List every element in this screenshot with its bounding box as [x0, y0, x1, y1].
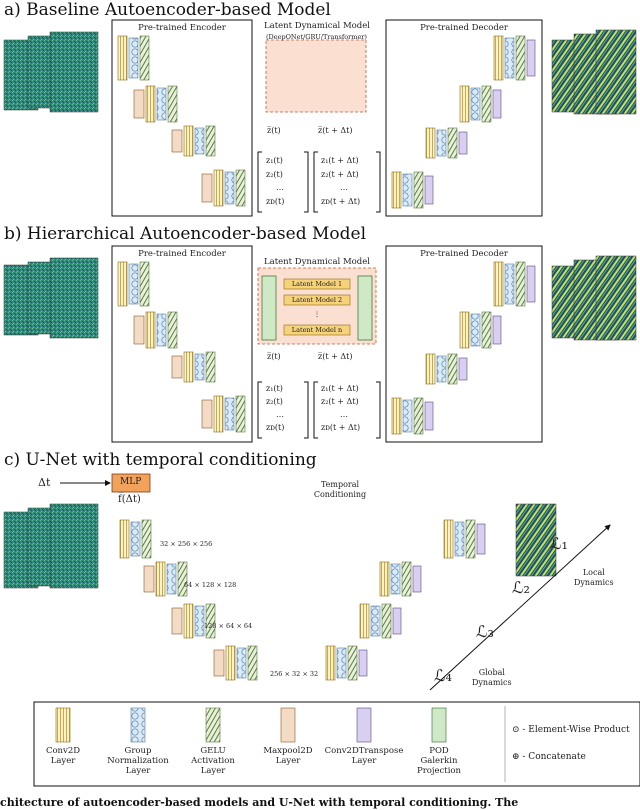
local-dynamics-label: Local Dynamics [574, 568, 614, 587]
latent-model-box-a [265, 39, 367, 113]
vector-b-2: z₂(t) [266, 397, 283, 406]
section-c-title: c) U-Net with temporal conditioning [4, 450, 317, 470]
section-b [3, 245, 637, 443]
decoder-title-b: Pre-trained Decoder [420, 249, 508, 259]
temporal-conditioning-label: Temporal Conditioning [313, 480, 367, 499]
encoder-title-a: Pre-trained Encoder [138, 23, 226, 33]
z-tdt-label-a: z̅(t + Δt) [318, 126, 353, 135]
decoder-box-b [385, 245, 543, 443]
encoder-title-b: Pre-trained Encoder [138, 249, 226, 259]
vector-a-3: … [276, 183, 284, 192]
latent-model-dots: ⋮ [313, 310, 321, 318]
latent-model-1 [283, 278, 351, 290]
mlp-box [111, 473, 151, 493]
vector-b-4: zᴅ(t) [266, 423, 285, 432]
legend-groupnorm: Group Normalization Layer [107, 746, 169, 776]
latent-model-n-label: Latent Model n [291, 326, 343, 334]
latent-model-1-label: Latent Model 1 [291, 280, 343, 288]
legend-gelu: GELU Activation Layer [191, 746, 235, 776]
legend-elementwise: ⊙ - Element-Wise Product [512, 725, 630, 735]
dt-label: Δt [38, 476, 51, 489]
legend-conv2d: Conv2D Layer [45, 746, 81, 766]
dim-3: 128 × 64 × 64 [204, 622, 253, 630]
z-t-label-a: z̅(t) [267, 126, 281, 135]
z-tdt-label-b: z̅(t + Δt) [318, 352, 353, 361]
vector-b-dt-3: … [340, 410, 348, 419]
vector-b-dt-1: z₁(t + Δt) [321, 384, 359, 393]
decoder-box-a [385, 19, 543, 217]
vector-b-1: z₁(t) [266, 384, 283, 393]
vector-a-1: z₁(t) [266, 156, 283, 165]
section-b-title: b) Hierarchical Autoencoder-based Model [4, 224, 367, 244]
f-dt-label: f̅(Δt) [118, 494, 141, 505]
section-a [3, 19, 637, 217]
latent-title-a: Latent Dynamical Model [264, 21, 370, 31]
legend-box [33, 701, 640, 787]
decoder-title-a: Pre-trained Decoder [420, 23, 508, 33]
latent-model-2 [283, 294, 351, 306]
legend-convtranspose: Conv2DTranspose Layer [324, 746, 404, 766]
loss-2: ℒ₂ [512, 578, 530, 597]
latent-model-2-label: Latent Model 2 [291, 296, 343, 304]
dim-2: 64 × 128 × 128 [184, 581, 237, 589]
latent-subtitle-a: (DeepONet/GRU/Transformer) [266, 33, 367, 41]
section-c [3, 473, 611, 691]
z-t-label-b: z̅(t) [267, 352, 281, 361]
encoder-box-b [111, 245, 253, 443]
legend-concatenate: ⊕ - Concatenate [512, 752, 586, 762]
global-dynamics-label: Global Dynamics [472, 668, 512, 687]
vector-b-dt-4: zᴅ(t + Δt) [321, 423, 361, 432]
vector-a-dt-3: … [340, 183, 348, 192]
dim-1: 32 × 256 × 256 [160, 540, 213, 548]
figure-caption: chitecture of autoencoder-based models a… [0, 796, 519, 809]
latent-model-n [283, 324, 351, 336]
legend-maxpool: Maxpool2D Layer [263, 746, 313, 766]
legend-pod: POD Galerkin Projection [416, 746, 462, 776]
vector-a-dt-1: z₁(t + Δt) [321, 156, 359, 165]
section-a-title: a) Baseline Autoencoder-based Model [4, 0, 331, 20]
loss-3: ℒ₃ [476, 622, 494, 641]
latent-title-b: Latent Dynamical Model [264, 257, 370, 267]
loss-1: ℒ₁ [550, 534, 568, 553]
vector-a-2: z₂(t) [266, 170, 283, 179]
input-field-3 [49, 31, 99, 113]
encoder-box-a [111, 19, 253, 217]
vector-a-4: zᴅ(t) [266, 197, 285, 206]
dim-4: 256 × 32 × 32 [270, 670, 319, 678]
loss-4: ℒ₄ [434, 666, 452, 685]
vector-b-3: … [276, 410, 284, 419]
mlp-label: MLP [120, 477, 142, 487]
vector-b-dt-2: z₂(t + Δt) [321, 397, 359, 406]
vector-a-dt-4: zᴅ(t + Δt) [321, 197, 361, 206]
vector-a-dt-2: z₂(t + Δt) [321, 170, 359, 179]
